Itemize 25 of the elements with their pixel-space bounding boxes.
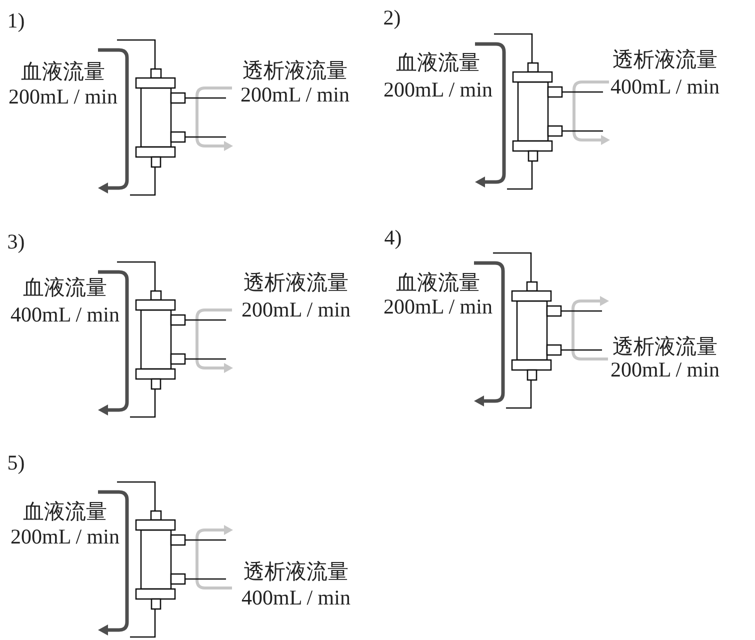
flow-label: 透析液流量 <box>612 48 718 72</box>
flow-rate: 200mL / min <box>240 83 350 107</box>
flow-rate: 200mL / min <box>384 295 492 319</box>
flow-label: 透析液流量 <box>242 59 348 83</box>
flow-rate: 400mL / min <box>610 75 720 99</box>
flow-label: 血液流量 <box>396 271 480 295</box>
panel-number: 4) <box>384 226 402 250</box>
flow-rate: 200mL / min <box>8 85 118 109</box>
flow-rate: 400mL / min <box>242 586 350 610</box>
flow-rate: 200mL / min <box>242 298 350 322</box>
flow-label: 血液流量 <box>396 51 480 75</box>
flow-label: 血液流量 <box>23 276 107 300</box>
flow-label: 血液流量 <box>21 60 105 84</box>
panel-number: 1) <box>7 9 25 33</box>
panel-number: 5) <box>7 451 25 475</box>
panel-number: 2) <box>383 6 401 30</box>
flow-label: 透析液流量 <box>244 271 348 295</box>
flow-rate: 200mL / min <box>384 78 492 102</box>
flow-label: 血液流量 <box>23 500 107 524</box>
flow-label: 透析液流量 <box>244 560 348 584</box>
flow-rate: 200mL / min <box>10 525 120 549</box>
flow-rate: 400mL / min <box>10 303 120 327</box>
flow-label: 透析液流量 <box>612 335 718 359</box>
panel-number: 3) <box>7 230 25 254</box>
flow-rate: 200mL / min <box>610 358 720 382</box>
